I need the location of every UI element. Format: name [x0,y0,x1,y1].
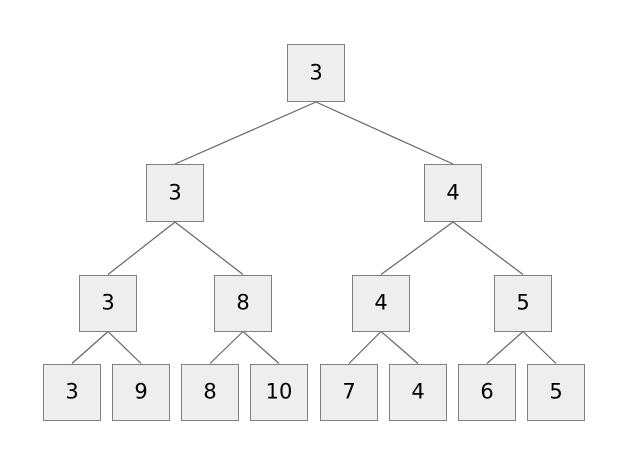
tree-node: 8 [214,274,272,332]
tree-edge [380,331,419,364]
tree-node-value: 7 [342,379,356,403]
tree-node-value: 4 [411,379,425,403]
tree-edge [174,101,317,165]
tree-node: 10 [250,363,308,421]
tree-node-value: 8 [203,379,217,403]
tree-node: 3 [287,44,345,102]
tree-node-value: 5 [516,290,530,314]
tree-edge [348,331,382,364]
tree-node-value: 4 [374,290,388,314]
tree-node: 7 [320,363,378,421]
tree-edge [380,221,454,275]
tree-edge [242,331,280,364]
tree-node-value: 5 [549,379,563,403]
tree-node-value: 4 [446,180,460,204]
tree-edge [209,331,244,364]
tree-edge [452,221,524,275]
tree-edge [71,331,109,364]
tree-node-value: 10 [265,379,293,403]
tree-node: 5 [494,274,552,332]
tree-edge [522,331,557,364]
tree-node: 8 [181,363,239,421]
tree-node: 4 [352,274,410,332]
tree-node-value: 3 [168,180,182,204]
tree-node-value: 3 [65,379,79,403]
tree-node: 4 [424,164,482,222]
tree-node: 9 [112,363,170,421]
tree-node: 5 [527,363,585,421]
tree-node: 3 [79,274,137,332]
tree-node-value: 9 [134,379,148,403]
tree-edge [174,221,244,275]
tree-node-value: 8 [236,290,250,314]
tree-node-value: 3 [309,60,323,84]
tree-node: 4 [389,363,447,421]
tree-edge [107,221,176,275]
tree-edge [315,101,454,165]
tree-node: 3 [43,363,101,421]
tree-node-value: 3 [101,290,115,314]
tree-node-value: 6 [480,379,494,403]
tree-node: 6 [458,363,516,421]
tree-node: 3 [146,164,204,222]
tree-edge [107,331,142,364]
tree-edge [486,331,524,364]
